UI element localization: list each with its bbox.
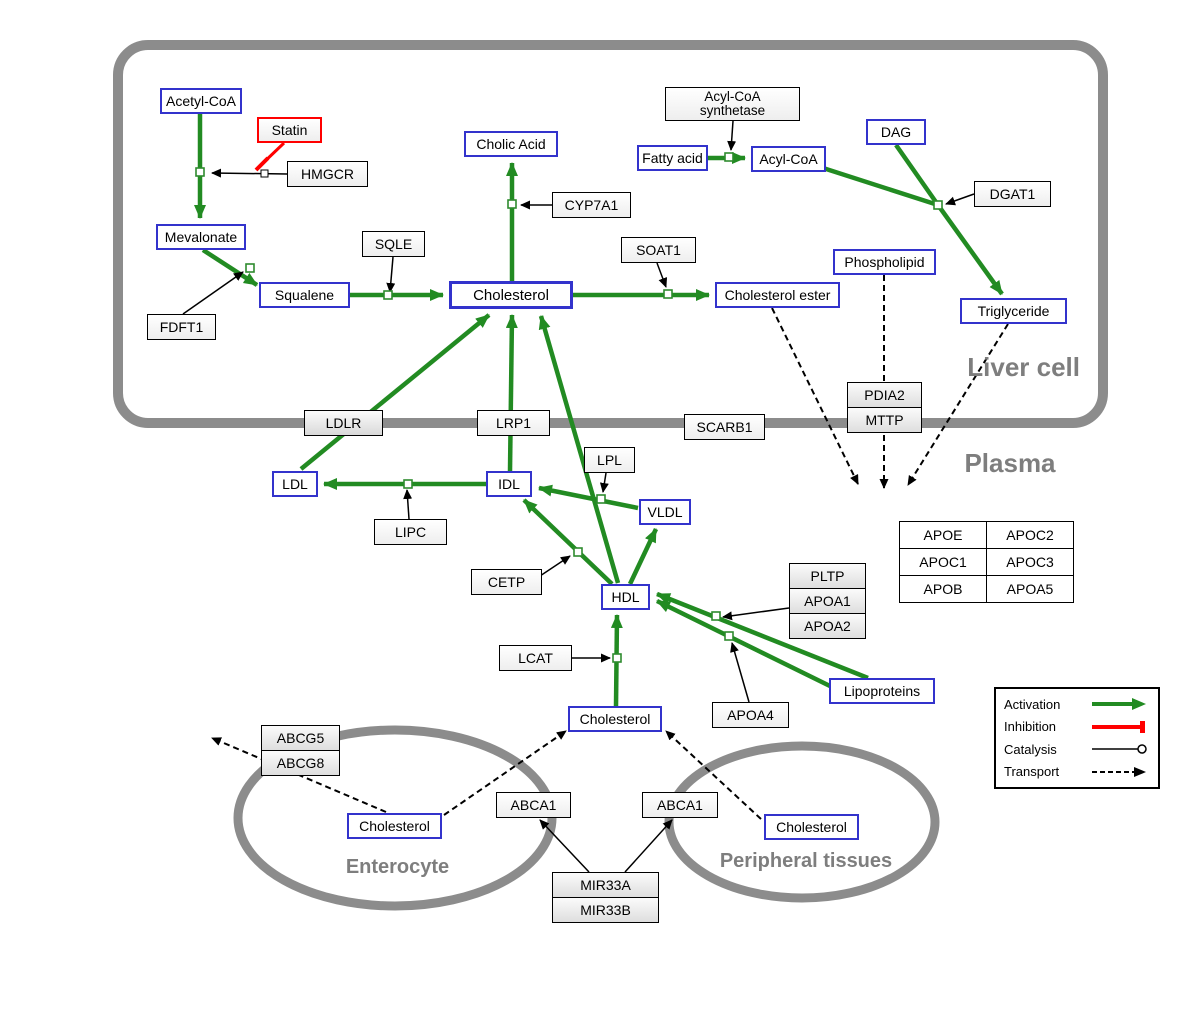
- node-cetp[interactable]: CETP: [471, 569, 542, 595]
- node-cholesterol-ester[interactable]: Cholesterol ester: [715, 282, 840, 308]
- node-apoc3[interactable]: APOC3: [986, 548, 1074, 576]
- node-lrp1[interactable]: LRP1: [477, 410, 550, 436]
- node-apoa5[interactable]: APOA5: [986, 575, 1074, 603]
- node-abcg8[interactable]: ABCG8: [261, 750, 340, 776]
- node-ldlr[interactable]: LDLR: [304, 410, 383, 436]
- node-dgat1[interactable]: DGAT1: [974, 181, 1051, 207]
- node-pdia2[interactable]: PDIA2: [847, 382, 922, 408]
- node-idl[interactable]: IDL: [486, 471, 532, 497]
- node-apoa1[interactable]: APOA1: [789, 588, 866, 614]
- node-lcat[interactable]: LCAT: [499, 645, 572, 671]
- node-lpl[interactable]: LPL: [584, 447, 635, 473]
- node-fatty-acid[interactable]: Fatty acid: [637, 145, 708, 171]
- enterocyte-membrane: [233, 725, 557, 911]
- plasma-label: Plasma: [964, 448, 1056, 478]
- node-apoa4[interactable]: APOA4: [712, 702, 789, 728]
- node-mir33-stack: MIR33A MIR33B: [552, 872, 659, 923]
- peripheral-tissues-label: Peripheral tissues: [719, 850, 893, 872]
- node-acetyl-coa[interactable]: Acetyl-CoA: [160, 88, 242, 114]
- legend-inhibition-label: Inhibition: [1004, 719, 1057, 735]
- catalysis-edges: [182, 120, 975, 873]
- node-dag[interactable]: DAG: [866, 119, 926, 145]
- legend-transport-label: Transport: [1004, 764, 1060, 780]
- node-cyp7a1[interactable]: CYP7A1: [552, 192, 631, 218]
- compartment-shapes: [113, 40, 1108, 911]
- node-squalene[interactable]: Squalene: [259, 282, 350, 308]
- node-pltp[interactable]: PLTP: [789, 563, 866, 589]
- enterocyte-label: Enterocyte: [345, 856, 450, 878]
- legend-row-activation: Activation: [1004, 693, 1150, 716]
- node-abca1-right[interactable]: ABCA1: [642, 792, 718, 818]
- node-apoe[interactable]: APOE: [899, 521, 987, 549]
- legend-activation-label: Activation: [1004, 696, 1061, 712]
- node-vldl[interactable]: VLDL: [639, 499, 691, 525]
- node-sqle[interactable]: SQLE: [362, 231, 425, 257]
- catalysis-circle-icon: [1092, 744, 1147, 754]
- apolipoprotein-table: APOE APOC2 APOC1 APOC3 APOB APOA5: [899, 521, 1074, 603]
- node-lipc[interactable]: LIPC: [374, 519, 447, 545]
- node-mir33a[interactable]: MIR33A: [552, 872, 659, 898]
- node-abcg-stack: ABCG5 ABCG8: [261, 725, 340, 776]
- liver-cell-label: Liver cell: [967, 352, 1080, 382]
- node-pdia2-mttp-stack: PDIA2 MTTP: [847, 382, 922, 433]
- node-abcg5[interactable]: ABCG5: [261, 725, 340, 751]
- acs-line1: Acyl-CoA: [704, 88, 761, 104]
- node-apoc1[interactable]: APOC1: [899, 548, 987, 576]
- node-cholesterol-peripheral[interactable]: Cholesterol: [764, 814, 859, 840]
- node-pltp-apoa-stack: PLTP APOA1 APOA2: [789, 563, 866, 639]
- activation-arrow-icon: [1092, 698, 1146, 711]
- node-hmgcr[interactable]: HMGCR: [287, 161, 368, 187]
- node-apoa2[interactable]: APOA2: [789, 613, 866, 639]
- legend-row-catalysis: Catalysis: [1004, 738, 1150, 761]
- node-scarb1[interactable]: SCARB1: [684, 414, 765, 440]
- node-acyl-coa-synthetase[interactable]: Acyl-CoA synthetase: [665, 87, 800, 121]
- node-abca1-left[interactable]: ABCA1: [496, 792, 571, 818]
- inhibition-edge-statin: [254, 141, 286, 172]
- node-hdl[interactable]: HDL: [601, 584, 650, 610]
- node-apoc2[interactable]: APOC2: [986, 521, 1074, 549]
- node-acyl-coa[interactable]: Acyl-CoA: [751, 146, 826, 172]
- node-ldl[interactable]: LDL: [272, 471, 318, 497]
- transport-dashed-arrow-icon: [1092, 766, 1146, 777]
- legend: Activation Inhibition Catalysis Transpor…: [994, 687, 1160, 789]
- node-soat1[interactable]: SOAT1: [621, 237, 696, 263]
- node-fdft1[interactable]: FDFT1: [147, 314, 216, 340]
- node-lipoproteins[interactable]: Lipoproteins: [829, 678, 935, 704]
- node-triglyceride[interactable]: Triglyceride: [960, 298, 1067, 324]
- acs-line2: synthetase: [699, 103, 766, 118]
- node-statin[interactable]: Statin: [257, 117, 322, 143]
- node-cholesterol-enterocyte[interactable]: Cholesterol: [347, 813, 442, 839]
- node-mttp[interactable]: MTTP: [847, 407, 922, 433]
- legend-catalysis-label: Catalysis: [1004, 741, 1057, 757]
- legend-row-transport: Transport: [1004, 761, 1150, 784]
- node-cholic-acid[interactable]: Cholic Acid: [464, 131, 558, 157]
- legend-row-inhibition: Inhibition: [1004, 716, 1150, 739]
- node-mevalonate[interactable]: Mevalonate: [156, 224, 246, 250]
- node-cholesterol-liver[interactable]: Cholesterol: [449, 281, 573, 309]
- node-cholesterol-plasma[interactable]: Cholesterol: [568, 706, 662, 732]
- liver-cell-membrane: [113, 40, 1108, 428]
- node-phospholipid[interactable]: Phospholipid: [833, 249, 936, 275]
- inhibition-tbar-icon: [1092, 720, 1145, 733]
- reaction-anchors: [195, 152, 943, 663]
- node-mir33b[interactable]: MIR33B: [552, 897, 659, 923]
- node-apob[interactable]: APOB: [899, 575, 987, 603]
